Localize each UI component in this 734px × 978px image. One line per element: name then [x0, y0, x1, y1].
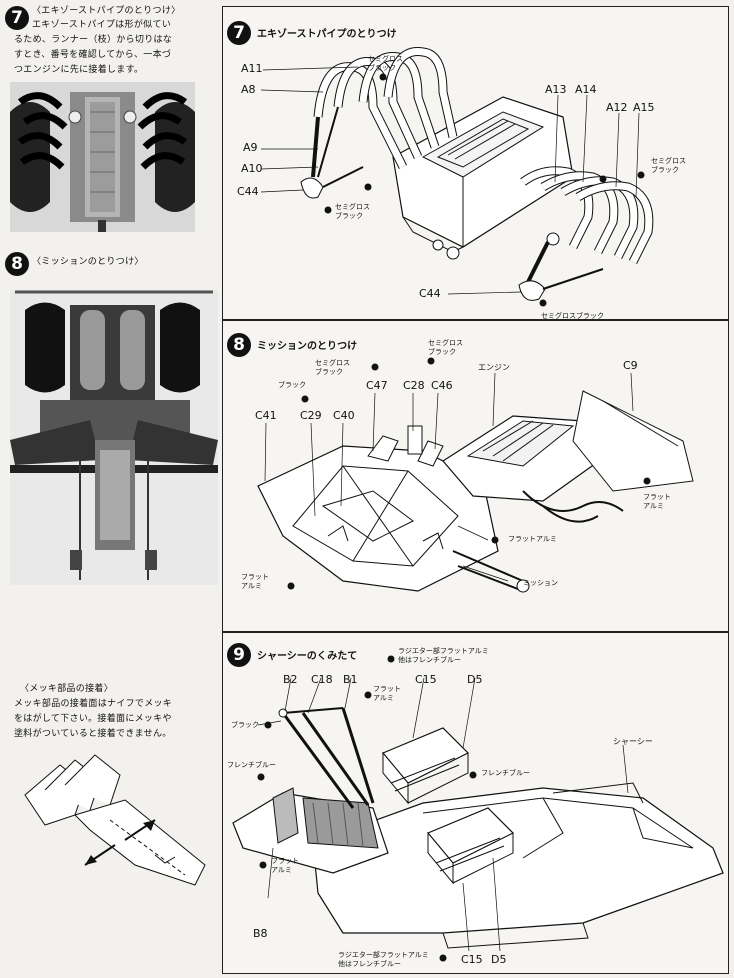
paint8-engine: エンジン — [478, 363, 510, 372]
paint8-flat-2: フラットアルミ — [508, 535, 557, 543]
plating-title: 〈メッキ部品の接着〉 — [20, 684, 114, 694]
part-a10: A10 — [241, 162, 263, 175]
part-c44-right: C44 — [419, 287, 441, 300]
paint8-mission: ミッション — [523, 579, 558, 587]
step8-left-title: 〈ミッションのとりつけ〉 — [32, 257, 144, 267]
part-d5-top: D5 — [467, 673, 483, 686]
paint-semigloss-3: セミグロス ブラック — [651, 157, 686, 174]
part-b2: B2 — [283, 673, 298, 686]
part-a14: A14 — [575, 83, 597, 96]
part-a11: A11 — [241, 62, 263, 75]
paint9-french-2: フレンチブルー — [481, 769, 530, 777]
step7-left-title: 〈エキゾーストパイプのとりつけ〉 — [32, 6, 181, 16]
panel-step8: 8 ミッションのとりつけ C47 C28 C46 C9 C41 C29 C40 … — [222, 320, 729, 632]
paint-semigloss-2: セミグロス ブラック — [335, 203, 370, 220]
part-c9: C9 — [623, 359, 638, 372]
panel7-title: エキゾーストパイプのとりつけ — [257, 29, 397, 40]
panel-step7: 7 エキゾーストパイプのとりつけ A11 A8 A9 A10 C44 A13 A… — [222, 6, 729, 320]
part-b8: B8 — [253, 927, 268, 940]
panel9-number: 9 — [227, 643, 251, 667]
part-a13: A13 — [545, 83, 567, 96]
part-a15: A15 — [633, 101, 655, 114]
paint8-semigloss-2: セミグロス ブラック — [428, 339, 463, 356]
paint9-flat-2: フラット アルミ — [271, 857, 299, 874]
part-c29: C29 — [300, 409, 322, 422]
panel8-number: 8 — [227, 333, 251, 357]
step7-left-line1: エキゾーストパイプは形が似てい — [32, 20, 172, 30]
engine-exhaust-photo — [10, 82, 195, 232]
paint9-chassis: シャーシー — [613, 737, 653, 746]
paint8-semigloss-1: セミグロス ブラック — [315, 359, 350, 376]
step7-left-line4: つエンジンに先に接着します。 — [14, 65, 144, 75]
paint9-radiator-1: ラジエター部フラットアルミ 他はフレンチブルー — [398, 647, 489, 664]
plating-illustration — [15, 745, 215, 905]
part-c47: C47 — [366, 379, 388, 392]
part-c40: C40 — [333, 409, 355, 422]
panel9-title: シャーシーのくみたて — [257, 651, 358, 662]
paint9-french-1: フレンチブルー — [227, 761, 276, 769]
panel7-number: 7 — [227, 21, 251, 45]
part-c44-left: C44 — [237, 185, 259, 198]
step7-left-line2: るため、ランナー（枝）から切りはな — [14, 35, 173, 45]
mission-photo — [10, 290, 218, 585]
plating-line3: 塗料がついていると接着できません。 — [14, 729, 172, 739]
paint8-flat-1: フラット アルミ — [643, 493, 671, 510]
part-b1: B1 — [343, 673, 358, 686]
part-c18: C18 — [311, 673, 333, 686]
part-c46: C46 — [431, 379, 453, 392]
paint-semigloss-1: セミグロス ブラック — [368, 55, 403, 72]
part-c41: C41 — [255, 409, 277, 422]
part-d5-bottom: D5 — [491, 953, 507, 966]
paint9-flat-1: フラット アルミ — [373, 685, 401, 702]
step7-number: 7 — [5, 6, 29, 30]
paint9-black: ブラック — [231, 721, 259, 729]
step7-left-line3: すとき、番号を確認してから、一本づ — [14, 50, 172, 60]
part-c15-top: C15 — [415, 673, 437, 686]
part-a9: A9 — [243, 141, 258, 154]
plating-line1: メッキ部品の接着面はナイフでメッキ — [14, 699, 173, 709]
step8-number: 8 — [5, 252, 29, 276]
part-a12: A12 — [606, 101, 628, 114]
panel8-title: ミッションのとりつけ — [257, 341, 358, 352]
part-c28: C28 — [403, 379, 425, 392]
paint8-flat-3: フラット アルミ — [241, 573, 269, 590]
part-a8: A8 — [241, 83, 256, 96]
part-c15-bottom: C15 — [461, 953, 483, 966]
paint-semigloss-4: セミグロスブラック — [541, 312, 604, 320]
panel-step9: 9 シャーシーのくみたて B2 C18 B1 C15 D5 B8 C15 D5 … — [222, 632, 729, 974]
paint9-radiator-2: ラジエター部フラットアルミ 他はフレンチブルー — [338, 951, 429, 968]
plating-line2: をはがして下さい。接着面にメッキや — [14, 714, 172, 724]
paint8-black: ブラック — [278, 381, 306, 389]
